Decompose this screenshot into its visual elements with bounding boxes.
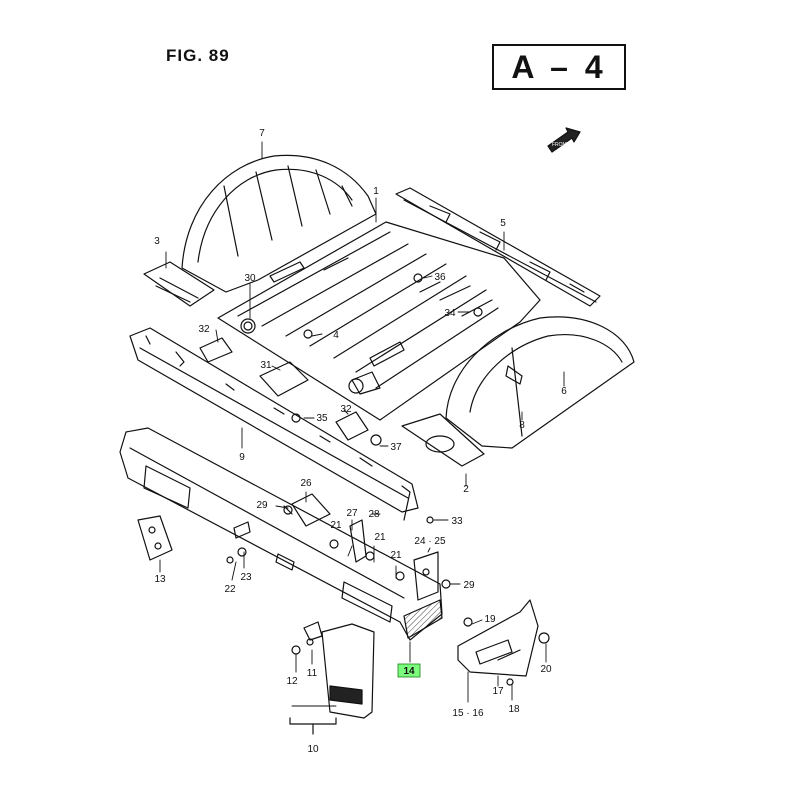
callout-36: 36 xyxy=(434,272,446,283)
callout-33: 33 xyxy=(451,516,463,527)
callout-23: 23 xyxy=(240,572,252,583)
callout-32-b: 32 xyxy=(340,404,352,415)
callout-17: 17 xyxy=(492,686,504,697)
callout-7: 7 xyxy=(259,128,265,139)
figure-title: FIG. 89 xyxy=(166,46,230,65)
callout-8: 8 xyxy=(519,420,525,431)
callout-5: 5 xyxy=(500,218,506,229)
callout-21-a: 21 xyxy=(330,520,342,531)
callout-24-25: 24 · 25 xyxy=(414,536,446,547)
callout-2: 2 xyxy=(463,484,469,495)
callout-35: 35 xyxy=(316,413,328,424)
rear-floor-panel xyxy=(217,221,541,421)
rear-cross-member xyxy=(395,187,601,307)
front-mark-text: FRONT xyxy=(552,142,569,148)
callout-37: 37 xyxy=(390,442,402,453)
callout-29-b: 29 xyxy=(463,580,475,591)
section-code-box: A – 4 xyxy=(492,44,626,90)
callout-9: 9 xyxy=(239,452,245,463)
callout-6: 6 xyxy=(561,386,567,397)
callout-21-c: 21 xyxy=(390,550,402,561)
bumper-holder xyxy=(291,493,367,563)
mud-flap xyxy=(289,621,375,735)
callout-13: 13 xyxy=(154,574,166,585)
callout-30: 30 xyxy=(244,273,256,284)
callout-29-a: 29 xyxy=(256,500,268,511)
callout-14-highlight xyxy=(397,663,421,678)
callout-27: 27 xyxy=(346,508,358,519)
callout-3: 3 xyxy=(154,236,160,247)
callout-1: 1 xyxy=(373,186,379,197)
callout-22: 22 xyxy=(224,584,236,595)
rear-member-rail xyxy=(129,327,419,521)
callout-20: 20 xyxy=(540,664,552,675)
bumper-side-bracket xyxy=(137,515,173,561)
left-bracket xyxy=(143,261,215,307)
callout-12: 12 xyxy=(286,676,298,687)
callout-4: 4 xyxy=(333,330,339,341)
front-arrow-icon: FRONT xyxy=(547,127,581,153)
floor-side-plate xyxy=(401,413,485,467)
bumper-stay xyxy=(413,551,439,601)
bumper-corner-cover xyxy=(457,599,539,677)
callout-10: 10 xyxy=(307,744,319,755)
member-bracket xyxy=(199,337,369,441)
callout-15-16: 15 · 16 xyxy=(452,708,484,719)
callout-21-b: 21 xyxy=(374,532,386,543)
callout-19: 19 xyxy=(484,614,496,625)
left-wheel-house xyxy=(181,154,377,293)
callout-34: 34 xyxy=(444,308,456,319)
callout-32-a: 32 xyxy=(198,324,210,335)
callout-31: 31 xyxy=(260,360,272,371)
callout-26: 26 xyxy=(300,478,312,489)
section-code: A – 4 xyxy=(511,48,607,85)
callout-14: 14 xyxy=(403,666,415,677)
right-wheel-house xyxy=(445,316,635,449)
rear-bumper xyxy=(119,427,443,641)
callout-18: 18 xyxy=(508,704,520,715)
callout-11: 11 xyxy=(307,668,318,679)
leader-lines xyxy=(159,141,565,707)
callout-28: 28 xyxy=(368,509,380,520)
callout-labels: 1 2 3 4 5 6 7 8 9 10 11 12 13 14 15 · 16… xyxy=(154,128,567,755)
